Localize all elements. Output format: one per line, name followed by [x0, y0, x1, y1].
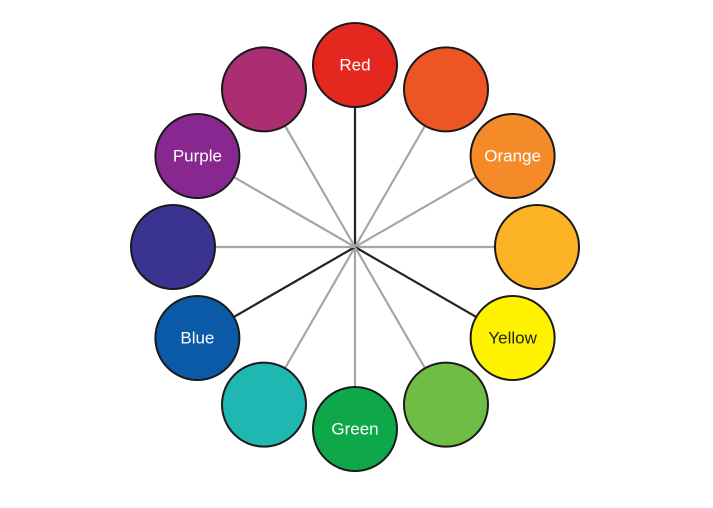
color-label-yellow: Yellow	[488, 329, 537, 348]
spokes-group	[173, 65, 537, 429]
color-circle-red-orange	[403, 46, 489, 133]
color-node-yellow: Yellow	[469, 295, 556, 381]
color-node-red: Red	[312, 22, 398, 108]
color-circle-yellow	[469, 295, 556, 381]
color-node-purple: Purple	[154, 113, 241, 199]
color-circle-green	[312, 386, 398, 472]
color-circle-yellow-green	[403, 361, 489, 448]
color-circle-purple	[154, 113, 241, 199]
color-circle-orange	[469, 113, 556, 199]
color-node-red-purple	[221, 46, 307, 133]
color-node-blue: Blue	[154, 295, 241, 381]
color-node-green: Green	[312, 386, 398, 472]
color-node-blue-green	[221, 361, 307, 448]
color-node-yellow-green	[403, 361, 489, 448]
color-circle-yellow-orange	[494, 204, 580, 290]
color-circle-red-purple	[221, 46, 307, 133]
color-node-red-orange	[403, 46, 489, 133]
color-label-blue: Blue	[180, 329, 214, 348]
color-node-yellow-orange	[494, 204, 580, 290]
color-node-orange: Orange	[469, 113, 556, 199]
color-label-purple: Purple	[173, 147, 222, 166]
color-circle-blue-purple	[130, 204, 216, 290]
color-circle-red	[312, 22, 398, 108]
color-label-green: Green	[331, 420, 378, 439]
color-label-orange: Orange	[484, 147, 541, 166]
color-circle-blue-green	[221, 361, 307, 448]
color-label-red: Red	[339, 56, 370, 75]
color-node-blue-purple	[130, 204, 216, 290]
color-circle-blue	[154, 295, 241, 381]
